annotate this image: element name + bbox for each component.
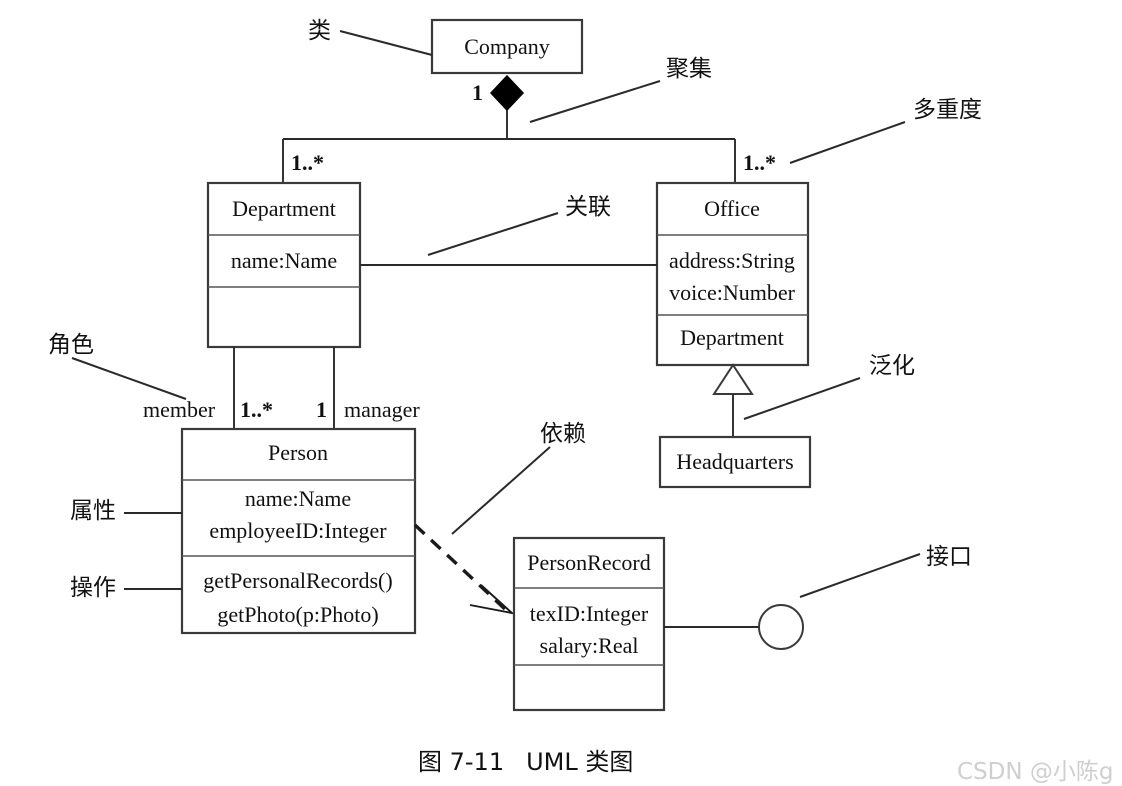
generalization-triangle-icon [712, 363, 754, 395]
class-box-headquarters[interactable] [658, 435, 812, 489]
annotation-label-dependency: 依赖 [540, 421, 586, 447]
annotation-label-class: 类 [308, 18, 331, 44]
composition-diamond-icon [489, 74, 525, 112]
dependency-arrowhead-icon [469, 584, 516, 615]
annotation-label-role: 角色 [48, 332, 94, 358]
class-operation-office-department: Department [680, 325, 784, 350]
class-name-company: Company [464, 34, 550, 59]
annotation-label-generalization: 泛化 [869, 353, 915, 379]
multiplicity-person-member-end: 1..* [240, 397, 273, 422]
role-label-member: member [143, 397, 216, 422]
annotation-label-multiplicity: 多重度 [913, 97, 982, 123]
leader-line-aggregation [529, 80, 661, 123]
figure-caption-number: 图 7-11 [418, 748, 505, 776]
annotation-label-attribute: 属性 [70, 498, 116, 524]
class-name-personrecord: PersonRecord [527, 550, 651, 575]
multiplicity-department-end: 1..* [291, 150, 324, 175]
class-name-office: Office [704, 196, 760, 221]
class-attribute-department-name: name:Name [230, 248, 338, 273]
leader-line-generalization [743, 377, 861, 420]
leader-line-class [339, 30, 433, 56]
class-attribute-person-name: name:Name [244, 486, 352, 511]
class-box-personrecord[interactable] [512, 536, 666, 712]
leader-line-association [427, 212, 559, 256]
class-operation-person-getpersonalrecords: getPersonalRecords() [203, 568, 393, 593]
edge-person-personrecord-dependency [413, 523, 508, 612]
class-box-department[interactable] [206, 181, 362, 349]
class-box-company[interactable] [430, 18, 584, 75]
leader-line-multiplicity [789, 121, 906, 164]
role-label-manager: manager [344, 397, 420, 422]
class-attribute-office-address: address:String [669, 248, 795, 273]
multiplicity-person-manager-end: 1 [316, 397, 327, 422]
class-box-office[interactable] [655, 181, 810, 367]
leader-line-interface [799, 553, 921, 598]
class-name-department: Department [232, 196, 336, 221]
class-attribute-personrecord-texid: texID:Integer [529, 601, 649, 626]
class-box-person[interactable] [180, 427, 417, 635]
annotation-label-interface: 接口 [926, 544, 972, 570]
class-name-headquarters: Headquarters [676, 449, 794, 474]
multiplicity-office-end: 1..* [743, 150, 776, 175]
annotation-label-operation: 操作 [70, 575, 116, 601]
class-attribute-personrecord-salary: salary:Real [539, 633, 639, 658]
interface-circle-icon [758, 604, 804, 650]
figure-caption-title: UML 类图 [526, 748, 634, 776]
leader-line-dependency [451, 446, 551, 535]
leader-line-role [71, 357, 187, 400]
class-attribute-person-employeeid: employeeID:Integer [209, 518, 387, 543]
multiplicity-company-end: 1 [472, 80, 483, 105]
class-name-person: Person [268, 440, 328, 465]
figure-caption: 图 7-11 UML 类图 [418, 742, 633, 777]
annotation-label-aggregation: 聚集 [666, 56, 712, 82]
class-attribute-office-voice: voice:Number [669, 280, 795, 305]
annotation-label-association: 关联 [565, 194, 611, 220]
class-operation-person-getphoto: getPhoto(p:Photo) [217, 602, 379, 627]
watermark-text: CSDN @小陈g [957, 759, 1114, 785]
